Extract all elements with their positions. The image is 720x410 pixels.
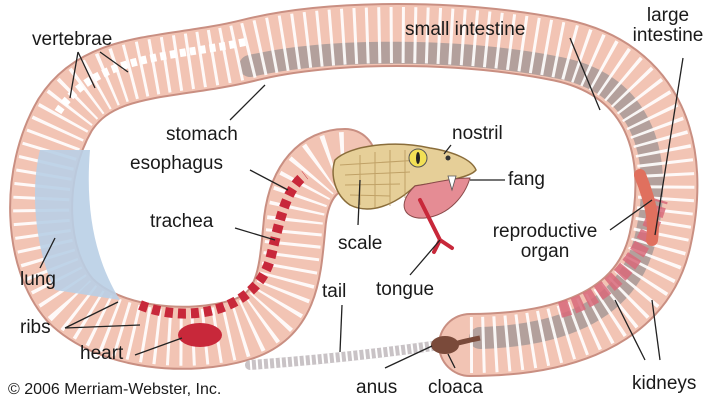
- label-fang: fang: [508, 169, 545, 190]
- label-esophagus: esophagus: [130, 153, 223, 174]
- label-tongue: tongue: [376, 279, 435, 300]
- lung-shape: [35, 150, 120, 300]
- label-reproductive-organ-line2: organ: [520, 240, 570, 262]
- label-large-intestine-line2: intestine: [632, 24, 704, 46]
- label-large-intestine-line1: large: [646, 5, 690, 26]
- label-stomach: stomach: [166, 124, 238, 145]
- anus-shape: [451, 335, 481, 348]
- label-small-intestine: small intestine: [405, 19, 526, 40]
- heart-shape: [178, 323, 222, 347]
- trachea-shape: [138, 171, 309, 319]
- reproductive-organ-shape: [634, 169, 659, 246]
- label-kidneys: kidneys: [632, 373, 697, 394]
- label-reproductive-organ-line1: reproductive: [492, 221, 598, 242]
- label-nostril: nostril: [452, 123, 503, 144]
- tail-rings: [249, 340, 441, 370]
- intestine-tract: [239, 41, 664, 349]
- label-lung: lung: [20, 269, 56, 290]
- label-anus: anus: [356, 377, 398, 398]
- label-tail: tail: [322, 281, 347, 302]
- label-reproductive-organ: reproductive organ: [478, 222, 612, 262]
- label-ribs: ribs: [20, 317, 51, 338]
- label-scale: scale: [338, 233, 383, 254]
- cloaca-shape: [431, 336, 459, 354]
- fang-shape: [447, 175, 457, 192]
- vertebral-column: [54, 38, 246, 115]
- label-vertebrae: vertebrae: [32, 29, 113, 50]
- nostril-shape: [445, 155, 451, 161]
- rib-pattern: [13, 7, 695, 373]
- mouth-shape: [403, 177, 471, 219]
- label-trachea: trachea: [150, 211, 214, 232]
- leader-lines: [39, 37, 684, 369]
- pupil-shape: [416, 152, 420, 164]
- label-large-intestine: large intestine: [628, 6, 708, 46]
- label-heart: heart: [80, 343, 124, 364]
- label-cloaca: cloaca: [428, 377, 483, 398]
- copyright-notice: © 2006 Merriam-Webster, Inc.: [8, 381, 222, 398]
